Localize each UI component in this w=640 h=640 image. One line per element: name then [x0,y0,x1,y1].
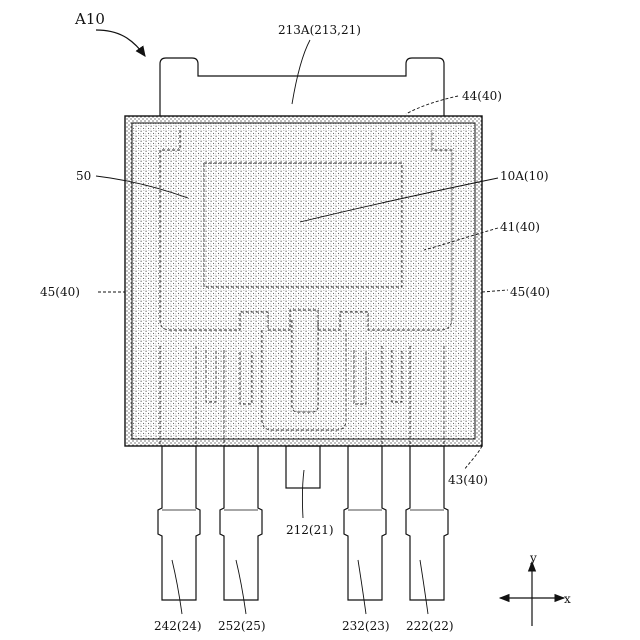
label-resin-bottom: 43(40) [448,473,488,487]
label-lead-1: 242(24) [154,619,202,633]
label-resin-top: 44(40) [462,89,502,103]
label-die-bond: 50 [76,169,91,183]
sealing-resin [125,116,482,446]
label-lead-4: 222(22) [406,619,454,633]
label-lead-3: 232(23) [342,619,390,633]
label-resin-inner: 41(40) [500,220,540,234]
title-arrow [96,30,145,56]
figure-title: A10 [74,10,105,28]
label-center-lead: 212(21) [286,523,334,537]
axis-label-x: x [564,592,571,606]
lead-232 [344,446,386,600]
label-chip: 10A(10) [500,169,549,183]
axis-label-y: y [529,551,537,565]
label-side-left: 45(40) [40,285,80,299]
lead-222 [406,446,448,600]
lead-242 [158,446,200,600]
lead-252 [220,446,262,600]
axes-indicator: y x [500,551,571,626]
label-lead-2: 252(25) [218,619,266,633]
top-terminal [160,58,444,116]
label-side-right: 45(40) [510,285,550,299]
label-top-terminal: 213A(213,21) [278,23,361,37]
